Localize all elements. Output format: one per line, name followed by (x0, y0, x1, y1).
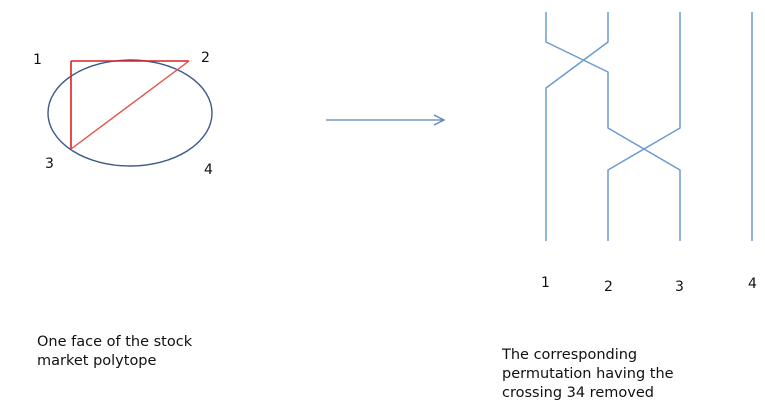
braid-diagram (545, 12, 753, 241)
permutation-caption-line-2: permutation having the (502, 366, 674, 382)
polytope-caption-line-1: One face of the stock (37, 334, 193, 350)
vertex-label-4: 4 (204, 162, 213, 178)
polytope-caption: One face of the stock market polytope (37, 333, 192, 371)
arrow-head (433, 114, 446, 126)
permutation-caption: The corresponding permutation having the… (502, 346, 674, 403)
vertex-label-2: 2 (201, 50, 210, 66)
permutation-caption-line-3: crossing 34 removed (502, 385, 654, 401)
strand-label-3: 3 (675, 279, 684, 295)
permutation-caption-line-1: The corresponding (502, 347, 638, 363)
strand-label-2: 2 (604, 279, 613, 295)
polytope-circle (47, 59, 213, 167)
vertex-label-3: 3 (45, 156, 54, 172)
braid-strand-b (545, 12, 609, 241)
polytope-face: 1 2 3 4 (33, 50, 213, 178)
strand-label-1: 1 (541, 275, 550, 291)
strand-label-4: 4 (748, 276, 757, 292)
arrow (326, 114, 446, 126)
triangle-edge-2-3 (70, 60, 190, 150)
vertex-label-1: 1 (33, 52, 42, 68)
polytope-caption-line-2: market polytope (37, 353, 157, 369)
braid-strand-c (607, 12, 681, 241)
braid-strand-a (545, 12, 681, 241)
